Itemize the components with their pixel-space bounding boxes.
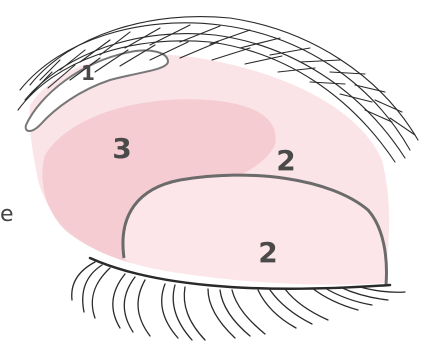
- zone-1-label: 1: [81, 61, 95, 85]
- zone-2-upper-label: 2: [276, 144, 295, 177]
- zone-3-label: 3: [112, 132, 131, 165]
- zone-2-lid-label: 2: [258, 236, 277, 269]
